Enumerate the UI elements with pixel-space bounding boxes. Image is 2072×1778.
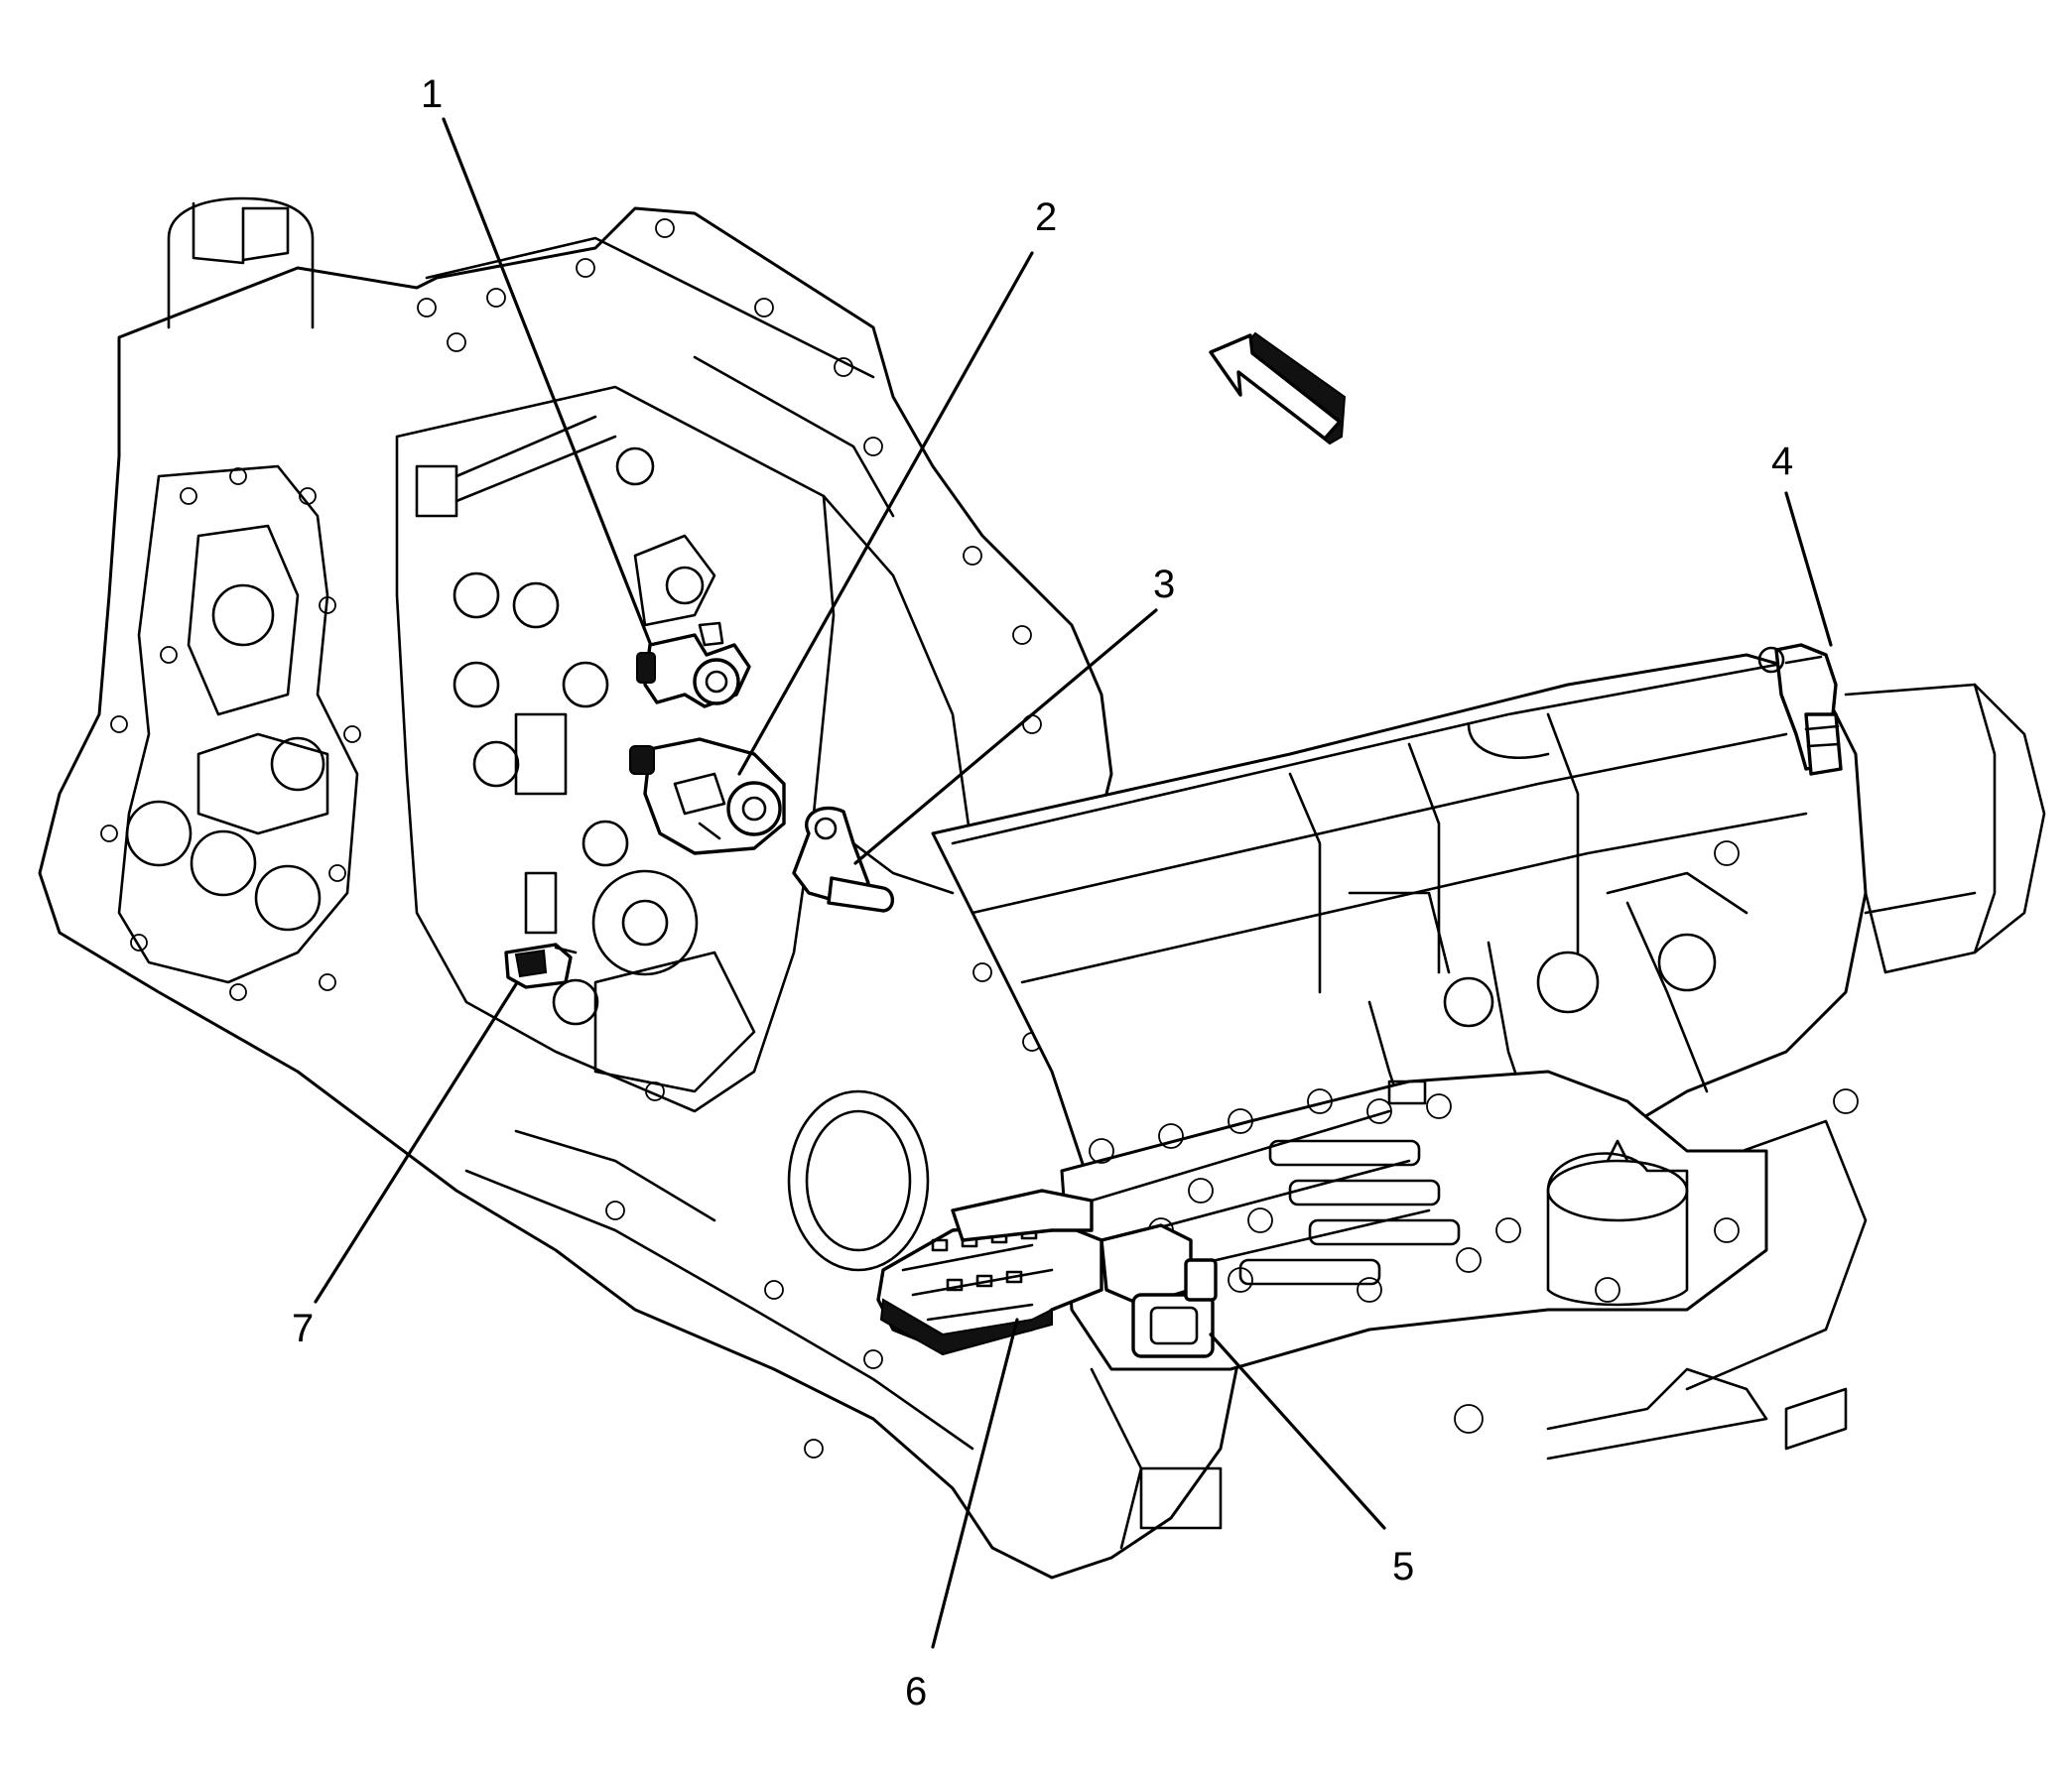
component-5-solenoid <box>1100 1223 1218 1358</box>
component-1-solenoid <box>636 621 751 708</box>
component-4-sensor <box>1757 643 1843 776</box>
callout-leaders <box>314 117 1833 1649</box>
callout-7: 7 <box>292 1307 314 1350</box>
component-7-plug <box>504 943 578 989</box>
callout-6: 6 <box>905 1670 927 1714</box>
callout-3: 3 <box>1153 563 1175 606</box>
leader-2 <box>737 251 1034 776</box>
leader-3 <box>853 608 1158 865</box>
leader-5 <box>1209 1333 1386 1530</box>
leader-7 <box>314 982 518 1304</box>
component-2-solenoid <box>629 737 786 855</box>
component-6-harness-connector <box>876 1189 1103 1356</box>
component-3-sensor <box>792 806 895 913</box>
leader-1 <box>442 117 652 645</box>
callout-labels: 1 2 3 4 5 6 7 <box>292 72 1793 1714</box>
control-valve-body <box>1060 1070 1768 1371</box>
callout-5: 5 <box>1392 1545 1414 1588</box>
callout-4: 4 <box>1771 440 1793 483</box>
valve-body-bolts <box>1089 1088 1740 1303</box>
callout-1: 1 <box>421 72 443 116</box>
leader-4 <box>1784 491 1833 647</box>
leader-6 <box>931 1318 1019 1649</box>
callout-2: 2 <box>1035 195 1057 239</box>
valve-spools <box>1238 1139 1461 1286</box>
forward-arrow-icon <box>1209 331 1347 445</box>
